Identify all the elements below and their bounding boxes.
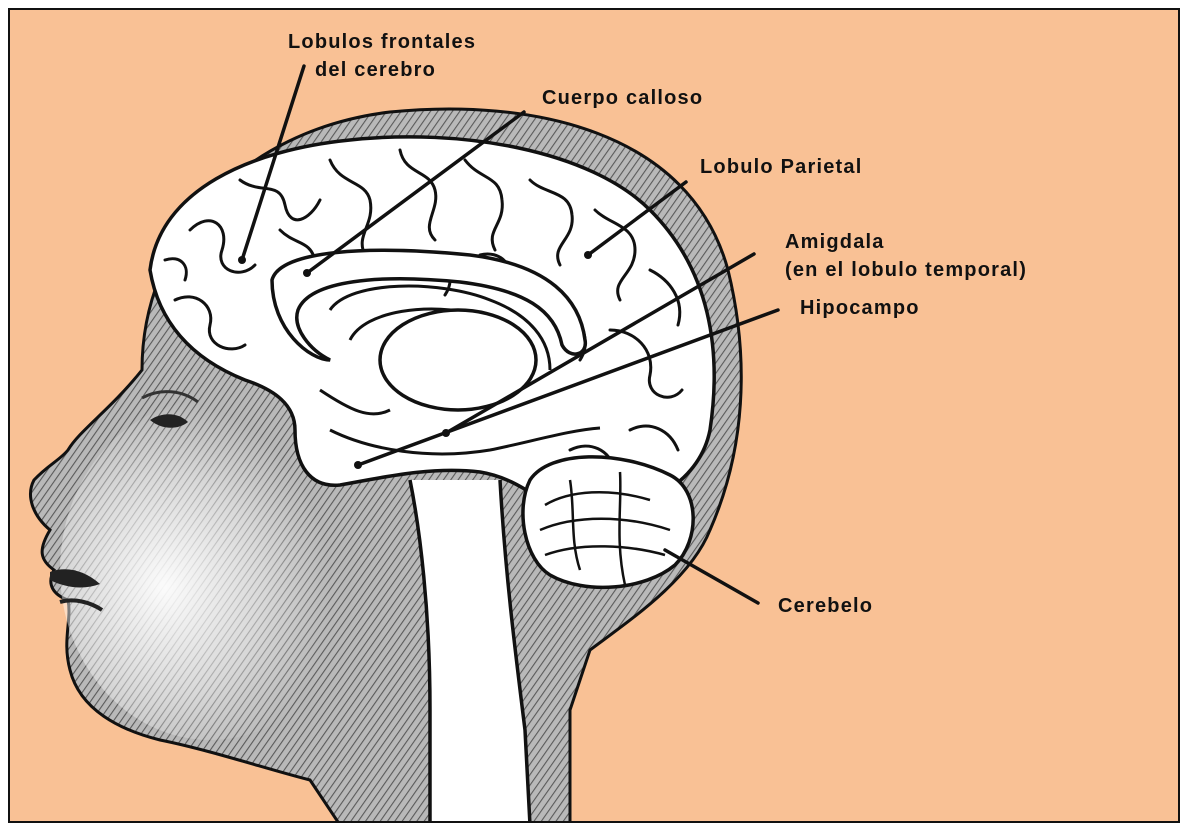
label-parietal: Lobulo Parietal: [700, 155, 862, 179]
cerebellum: [523, 457, 693, 588]
brain-illustration: [10, 10, 1180, 823]
label-corpus-callosum: Cuerpo calloso: [542, 86, 703, 110]
label-amygdala-line2: (en el lobulo temporal): [785, 258, 1027, 282]
diagram-frame: Lobulos frontales del cerebro Cuerpo cal…: [8, 8, 1180, 823]
label-frontal-line2: del cerebro: [315, 58, 436, 82]
label-hippocampus: Hipocampo: [800, 296, 920, 320]
label-cerebellum: Cerebelo: [778, 594, 873, 618]
label-frontal-line1: Lobulos frontales: [288, 30, 476, 54]
label-amygdala-line1: Amigdala: [785, 230, 885, 254]
